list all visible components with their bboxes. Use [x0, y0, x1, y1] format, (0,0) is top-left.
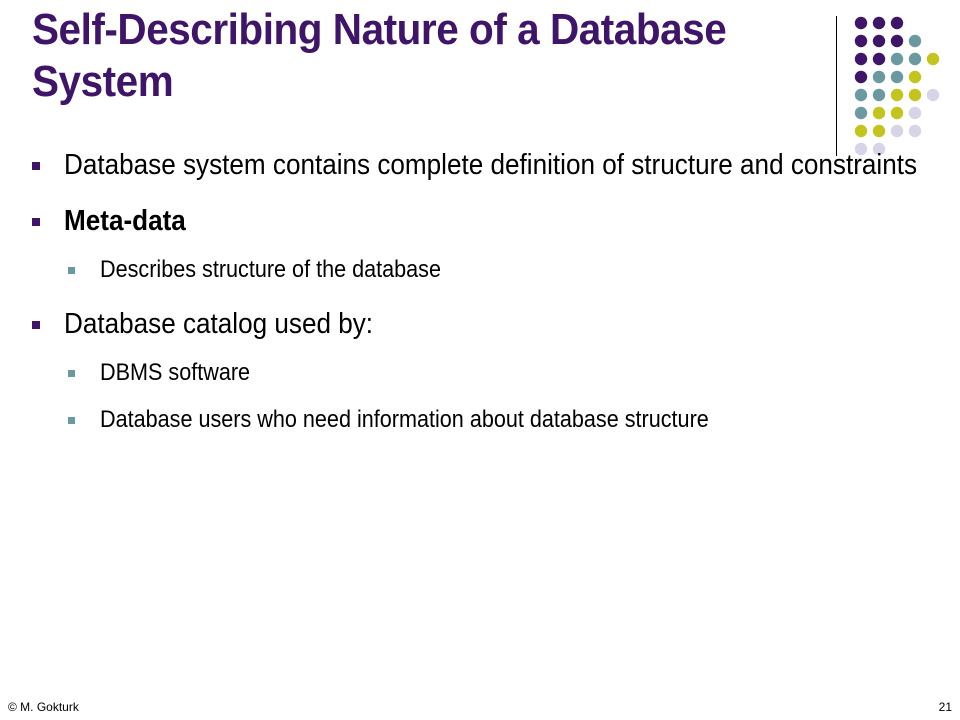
decorative-dot	[854, 52, 868, 66]
decorative-dot	[908, 88, 922, 102]
decorative-dot	[890, 34, 904, 48]
decorative-dot	[872, 124, 886, 138]
bullet-text: Database catalog used by:	[64, 308, 374, 340]
bullet-text: Database users who need information abou…	[100, 406, 709, 433]
decorative-dot	[872, 88, 886, 102]
decorative-dot	[908, 34, 922, 48]
square-bullet-icon	[68, 370, 75, 377]
decorative-dot	[872, 52, 886, 66]
bullet-item: Database system contains complete defini…	[30, 146, 930, 184]
decorative-dot	[872, 142, 886, 156]
decorative-dot	[926, 52, 940, 66]
decorative-dot	[872, 34, 886, 48]
square-bullet-icon	[68, 417, 75, 424]
decorative-dot	[872, 106, 886, 120]
title-divider-line	[836, 16, 837, 156]
bullet-text: DBMS software	[100, 359, 251, 386]
decorative-dot	[890, 124, 904, 138]
bullet-item: Database catalog used by:	[30, 305, 930, 343]
decorative-dot	[854, 34, 868, 48]
slide-content: Database system contains complete defini…	[30, 146, 930, 455]
footer-copyright: © M. Gokturk	[8, 700, 79, 714]
decorative-dot	[854, 106, 868, 120]
decorative-dot	[908, 106, 922, 120]
decorative-dot	[854, 70, 868, 84]
decorative-dot	[854, 88, 868, 102]
decorative-dot	[872, 16, 886, 30]
decorative-dot	[854, 16, 868, 30]
decorative-dot	[908, 70, 922, 84]
decorative-dot	[854, 124, 868, 138]
decorative-dot	[908, 124, 922, 138]
decorative-dot	[854, 142, 868, 156]
slide-title: Self-Describing Nature of a Database Sys…	[32, 5, 727, 106]
decorative-dot	[908, 52, 922, 66]
square-bullet-icon	[32, 162, 40, 170]
decorative-dot	[890, 52, 904, 66]
square-bullet-icon	[68, 267, 75, 274]
decorative-dot	[926, 88, 940, 102]
sub-bullet-item: Database users who need information abou…	[30, 404, 930, 436]
decorative-dot	[872, 70, 886, 84]
square-bullet-icon	[32, 218, 40, 226]
bullet-text: Database system contains complete defini…	[64, 149, 918, 181]
sub-bullet-item: DBMS software	[30, 357, 930, 389]
bullet-item: Meta-data	[30, 202, 930, 240]
decorative-dot	[890, 16, 904, 30]
footer-page-number: 21	[938, 700, 952, 714]
decorative-dot	[890, 106, 904, 120]
decorative-dot	[890, 88, 904, 102]
decorative-dot	[890, 70, 904, 84]
square-bullet-icon	[32, 321, 40, 329]
bullet-text: Meta-data	[64, 205, 186, 237]
bullet-text: Describes structure of the database	[100, 256, 441, 283]
sub-bullet-item: Describes structure of the database	[30, 254, 930, 286]
decorative-dot-grid	[854, 16, 940, 156]
